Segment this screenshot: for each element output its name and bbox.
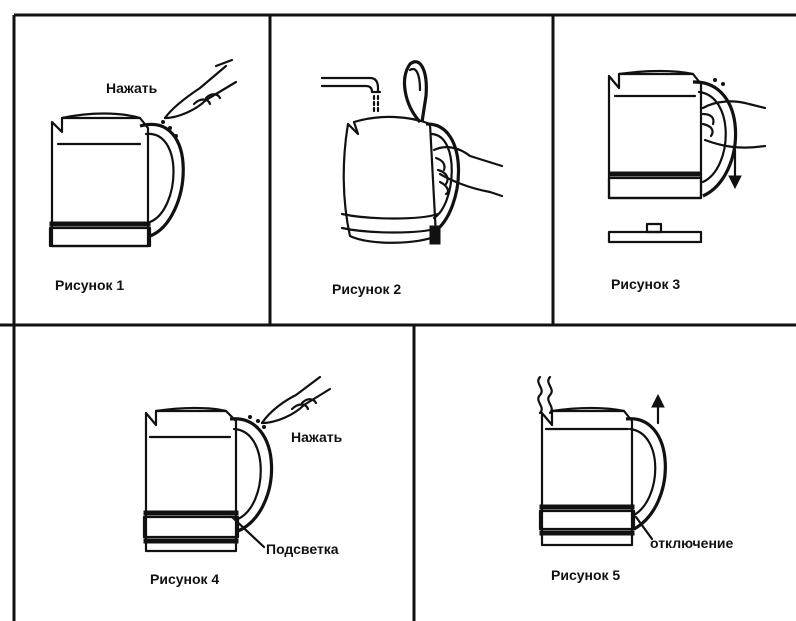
kettle-icon [540, 408, 665, 545]
figure-caption: Рисунок 1 [55, 277, 124, 293]
kettle-base-icon [609, 224, 701, 242]
pressing-hand-icon [165, 60, 236, 118]
panel-figure-2: Рисунок 2 [270, 0, 553, 325]
light-label: Подсветка [266, 541, 339, 557]
arrow-up-icon [652, 395, 664, 423]
kettle-icon [609, 71, 736, 198]
kettle-icon [50, 114, 183, 247]
press-label: Нажать [106, 80, 157, 96]
figure-caption: Рисунок 2 [332, 281, 401, 297]
water-tap-icon [322, 78, 380, 112]
kettle-fill-illustration [270, 0, 553, 325]
panel-figure-5: отключение Рисунок 5 [414, 325, 796, 621]
kettle-press-illustration [0, 0, 270, 325]
steam-icon [538, 377, 551, 413]
panel-figure-3: Рисунок 3 [553, 0, 796, 325]
figure-caption: Рисунок 4 [150, 571, 219, 587]
panel-figure-4: Нажать Подсветка Рисунок 4 [0, 325, 414, 621]
kettle-icon [342, 62, 459, 244]
press-label: Нажать [291, 429, 342, 445]
switch-off-label: отключение [650, 535, 733, 551]
arrow-down-icon [729, 150, 741, 188]
kettle-icon [144, 408, 272, 551]
figure-caption: Рисунок 3 [611, 276, 680, 292]
figure-caption: Рисунок 5 [551, 567, 620, 583]
pressing-hand-icon [262, 377, 330, 423]
panel-figure-1: Нажать Рисунок 1 [0, 0, 270, 325]
holding-hand-icon [434, 147, 502, 196]
